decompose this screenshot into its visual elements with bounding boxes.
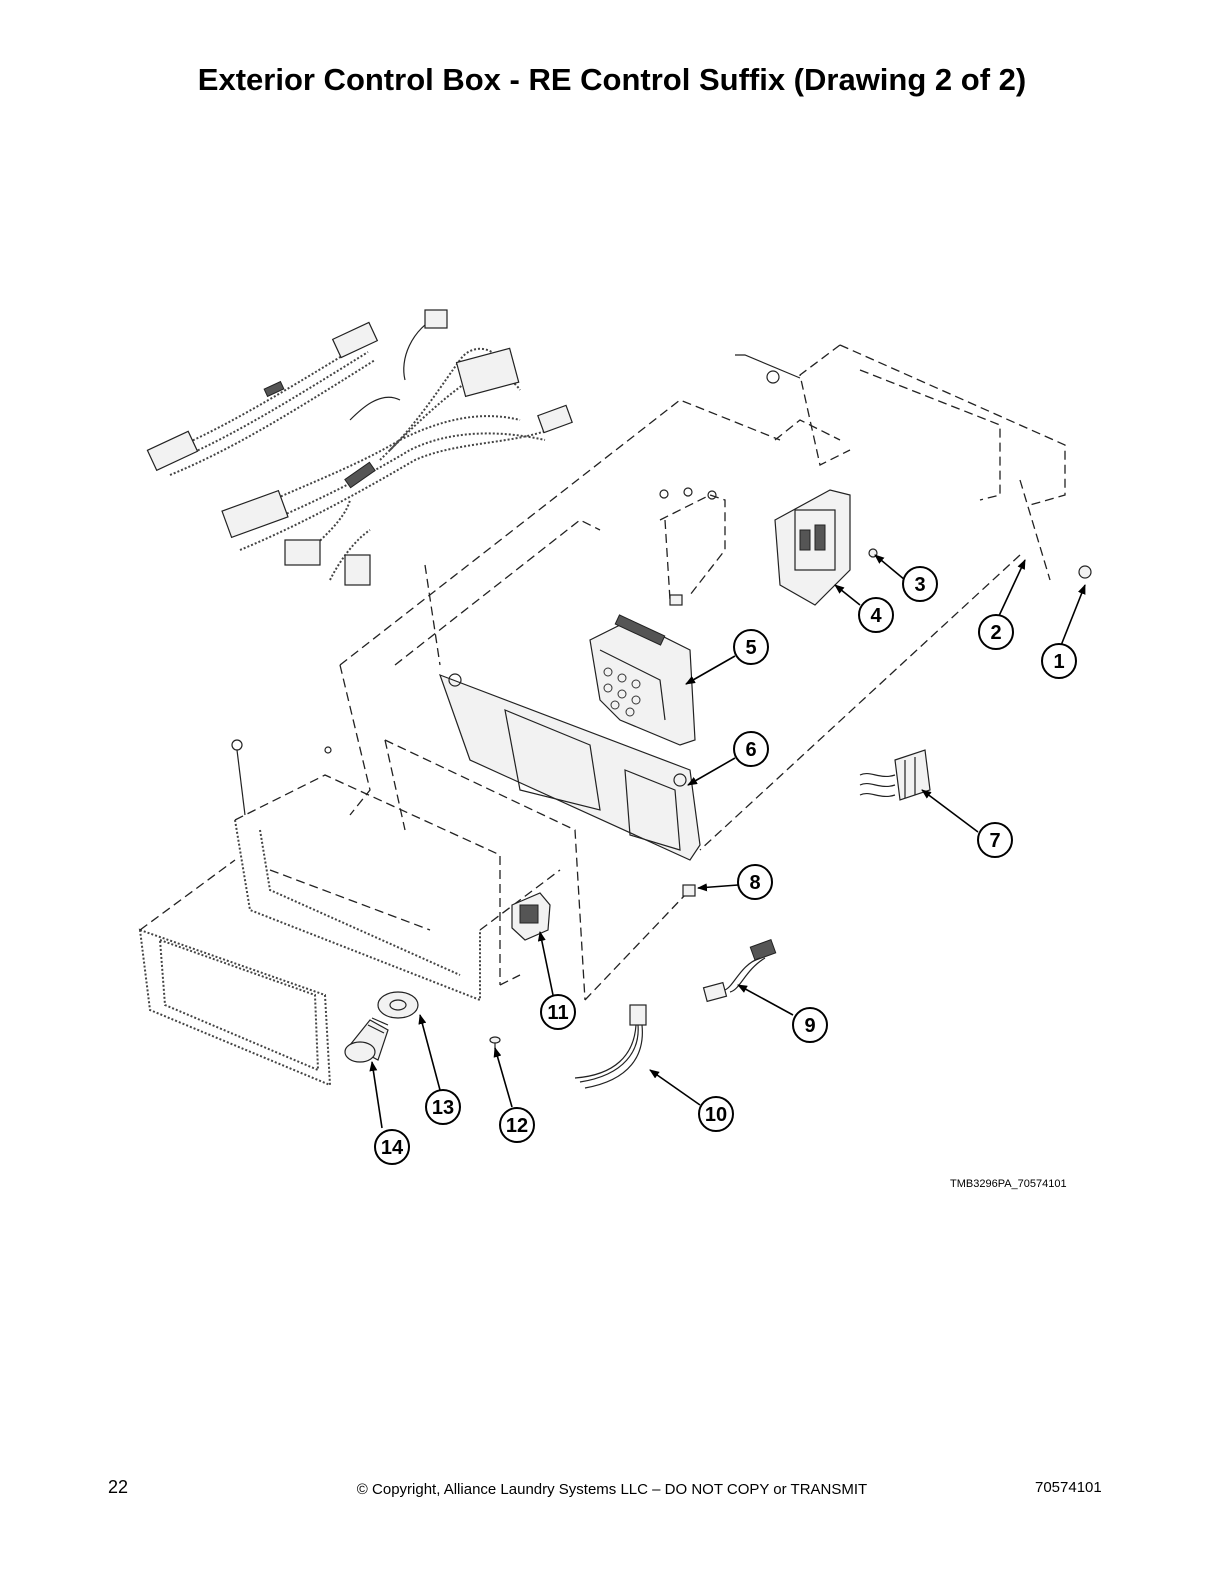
callout-7: 7 — [977, 822, 1013, 858]
svg-text:6: 6 — [745, 739, 756, 761]
svg-text:14: 14 — [381, 1137, 404, 1159]
callout-1: 1 — [1041, 643, 1077, 679]
door-switch-drawing — [511, 892, 551, 941]
callout-12: 12 — [499, 1107, 535, 1143]
drawing-reference: TMB3296PA_70574101 — [950, 1178, 1067, 1190]
callout-10: 10 — [698, 1096, 734, 1132]
upper-bracket-drawing — [735, 344, 1092, 581]
svg-text:5: 5 — [745, 637, 756, 659]
svg-text:9: 9 — [804, 1015, 815, 1037]
callout-3: 3 — [902, 566, 938, 602]
document-number: 70574101 — [1035, 1479, 1102, 1496]
enclosure-outline-drawing — [339, 399, 1021, 1001]
callout-6: 6 — [733, 731, 769, 767]
svg-text:13: 13 — [432, 1097, 454, 1119]
callout-8: 8 — [737, 864, 773, 900]
svg-text:4: 4 — [870, 605, 882, 627]
svg-text:12: 12 — [506, 1115, 528, 1137]
page-number: 22 — [108, 1477, 129, 1497]
nut-drawing — [682, 884, 696, 897]
copyright-notice: © Copyright, Alliance Laundry Systems LL… — [356, 1481, 868, 1498]
callout-14: 14 — [374, 1129, 410, 1165]
svg-text:10: 10 — [705, 1104, 727, 1126]
callout-13: 13 — [425, 1089, 461, 1125]
screw-drawing — [489, 1036, 501, 1055]
svg-text:11: 11 — [547, 1002, 568, 1024]
page-title: Exterior Control Box - RE Control Suffix… — [197, 62, 1027, 97]
callout-leaders — [369, 554, 1086, 1129]
mounting-plate-drawing — [439, 673, 701, 861]
callouts: 1 2 3 4 5 6 7 8 9 10 11 12 13 14 — [374, 566, 1077, 1165]
callout-9: 9 — [792, 1007, 828, 1043]
svg-text:8: 8 — [749, 872, 760, 894]
relay-board-drawing — [659, 487, 878, 606]
knob-and-washer-drawing — [344, 991, 419, 1063]
callout-2: 2 — [978, 614, 1014, 650]
control-board-drawing — [589, 614, 696, 746]
harness-9-drawing — [702, 939, 777, 1003]
svg-text:1: 1 — [1053, 651, 1064, 673]
callout-11: 11 — [540, 994, 576, 1030]
harness-10-drawing — [574, 1004, 647, 1089]
terminal-block-drawing — [859, 749, 931, 801]
lower-cover-drawing — [138, 739, 561, 1087]
callout-4: 4 — [858, 597, 894, 633]
wire-harness-drawing — [146, 309, 573, 586]
svg-text:2: 2 — [990, 622, 1001, 644]
svg-text:7: 7 — [989, 830, 1000, 852]
callout-5: 5 — [733, 629, 769, 665]
svg-text:3: 3 — [914, 574, 925, 596]
